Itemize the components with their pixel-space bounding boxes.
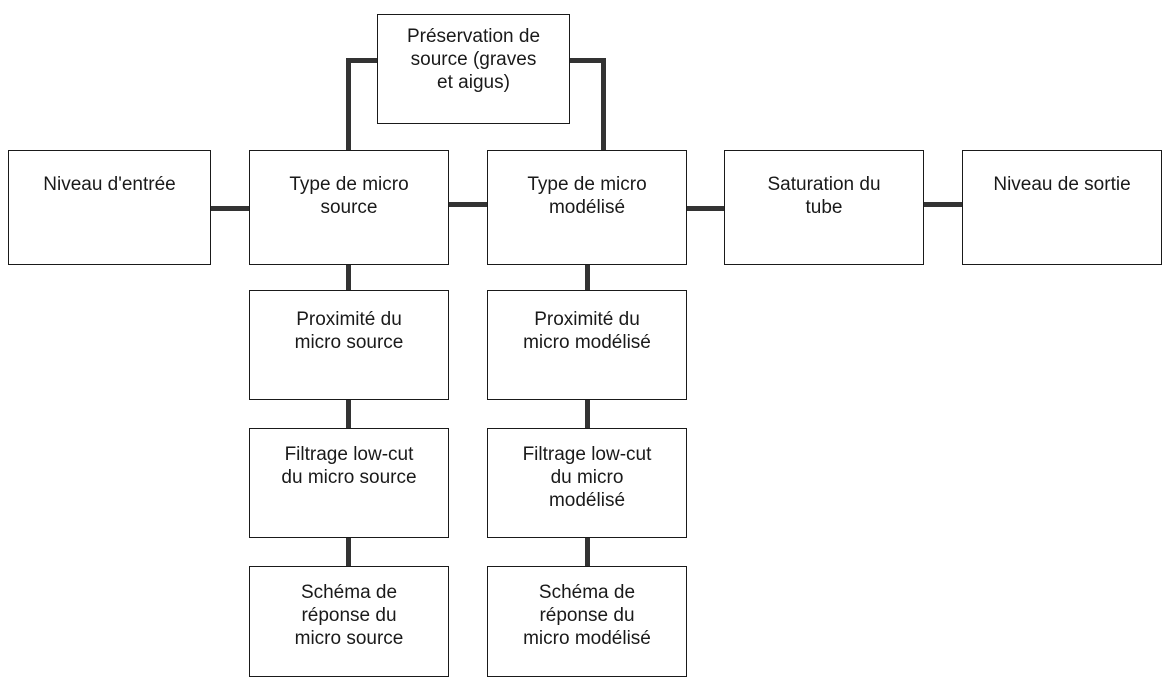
box-input-level-label: Niveau d'entrée	[43, 174, 176, 195]
box-modeled-mic-lowcut: Filtrage low-cut du micro modélisé	[487, 428, 687, 538]
connector-source-proximity-to-lowcut	[346, 400, 351, 428]
connector-preservation-left-horizontal	[346, 58, 377, 63]
connector-source-lowcut-to-response	[346, 538, 351, 566]
connector-modeled-type-to-proximity	[585, 264, 590, 290]
box-output-level: Niveau de sortie	[962, 150, 1162, 265]
box-modeled-mic-proximity: Proximité du micro modélisé	[487, 290, 687, 400]
connector-modeled-lowcut-to-response	[585, 538, 590, 566]
connector-modeled-proximity-to-lowcut	[585, 400, 590, 428]
box-source-preservation: Préservation de source (graves et aigus)	[377, 14, 570, 124]
box-source-mic-type: Type de micro source	[249, 150, 449, 265]
connector-tube-to-output	[924, 202, 962, 207]
connector-preservation-right-vertical	[601, 58, 606, 150]
box-input-level: Niveau d'entrée	[8, 150, 211, 265]
connector-input-to-source-type	[211, 206, 249, 211]
box-source-preservation-label: Préservation de source (graves et aigus)	[406, 26, 541, 93]
box-modeled-mic-type: Type de micro modélisé	[487, 150, 687, 265]
box-source-mic-lowcut: Filtrage low-cut du micro source	[249, 428, 449, 538]
box-modeled-mic-type-label: Type de micro modélisé	[527, 174, 647, 218]
connector-preservation-right-horizontal	[570, 58, 606, 63]
box-source-mic-proximity: Proximité du micro source	[249, 290, 449, 400]
box-tube-saturation: Saturation du tube	[724, 150, 924, 265]
connector-preservation-left-vertical	[346, 58, 351, 150]
box-source-mic-response: Schéma de réponse du micro source	[249, 566, 449, 677]
connector-source-type-to-proximity	[346, 264, 351, 290]
box-modeled-mic-proximity-label: Proximité du micro modélisé	[523, 309, 651, 353]
box-output-level-label: Niveau de sortie	[993, 174, 1131, 195]
connector-source-type-to-modeled-type	[449, 202, 487, 207]
box-source-mic-type-label: Type de micro source	[289, 174, 409, 218]
box-source-mic-lowcut-label: Filtrage low-cut du micro source	[281, 444, 417, 488]
box-modeled-mic-response-label: Schéma de réponse du micro modélisé	[523, 582, 651, 649]
box-tube-saturation-label: Saturation du tube	[767, 174, 881, 218]
box-source-mic-response-label: Schéma de réponse du micro source	[294, 582, 404, 649]
connector-modeled-type-to-tube	[687, 206, 724, 211]
box-modeled-mic-lowcut-label: Filtrage low-cut du micro modélisé	[522, 444, 652, 511]
box-modeled-mic-response: Schéma de réponse du micro modélisé	[487, 566, 687, 677]
box-source-mic-proximity-label: Proximité du micro source	[294, 309, 404, 353]
